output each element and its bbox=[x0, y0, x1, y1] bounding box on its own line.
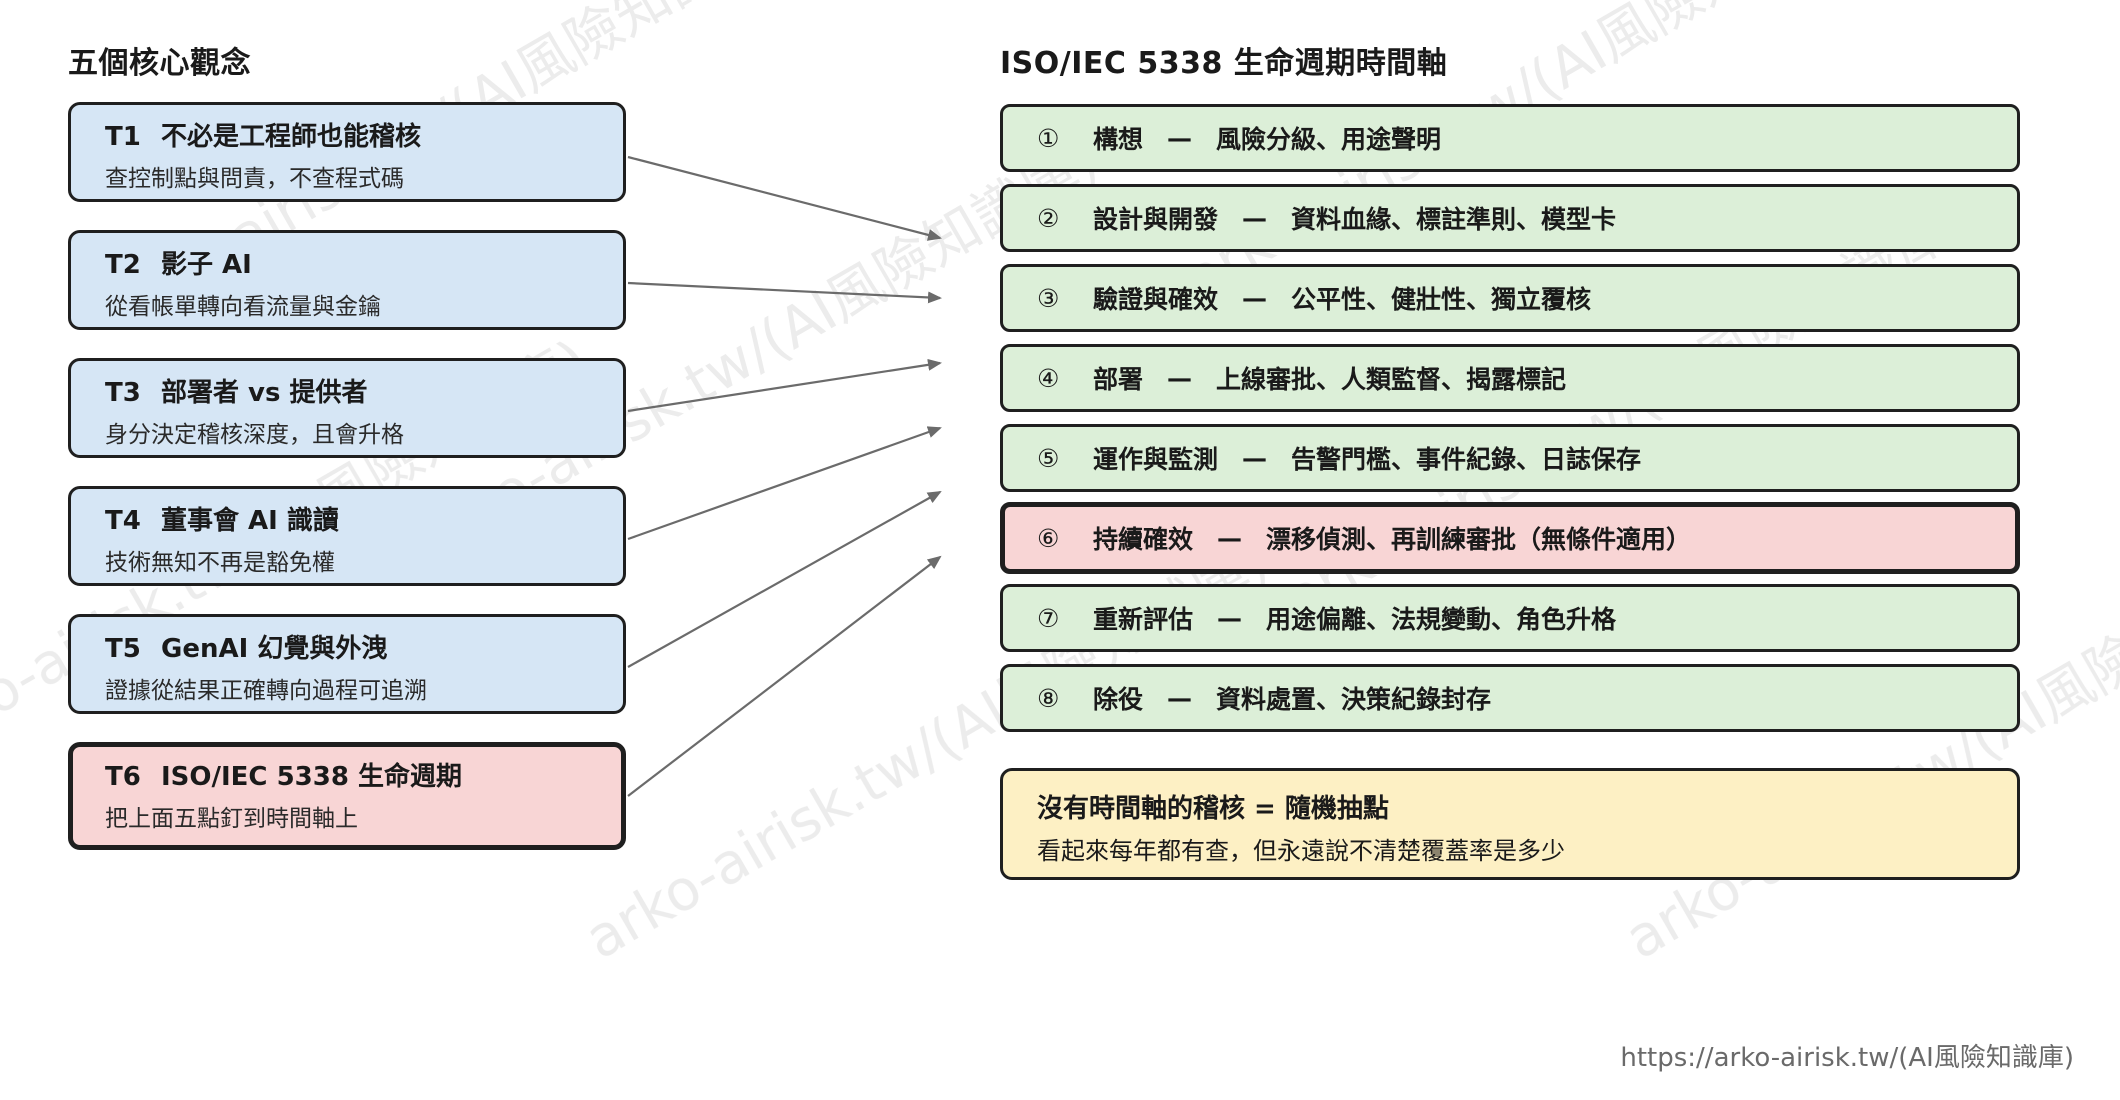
concept-desc: 證據從結果正確轉向過程可追溯 bbox=[105, 678, 427, 704]
stage-name: 持續確效 bbox=[1093, 525, 1194, 554]
stage-name: 運作與監測 bbox=[1093, 445, 1219, 474]
stage-number: ⑤ bbox=[1037, 443, 1060, 473]
stage-separator: — bbox=[1167, 683, 1193, 713]
left-section-title: 五個核心觀念 bbox=[68, 46, 251, 81]
concept-card-t1: T1 不必是工程師也能稽核 查控制點與問責，不查程式碼 bbox=[68, 102, 626, 202]
note-desc: 看起來每年都有查，但永遠說不清楚覆蓋率是多少 bbox=[1037, 837, 1565, 865]
stage-separator: — bbox=[1217, 523, 1243, 553]
stage-number: ② bbox=[1037, 203, 1060, 233]
concept-desc: 查控制點與問責，不查程式碼 bbox=[105, 166, 404, 192]
stage-number: ① bbox=[1037, 123, 1060, 153]
stage-separator: — bbox=[1217, 603, 1243, 633]
concept-desc: 從看帳單轉向看流量與金鑰 bbox=[105, 294, 381, 320]
stage-items: 資料血緣、標註準則、模型卡 bbox=[1291, 205, 1617, 234]
stage-bar-2: ② 設計與開發 — 資料血緣、標註準則、模型卡 bbox=[1000, 184, 2020, 252]
stage-name: 部署 bbox=[1093, 365, 1144, 394]
concept-title: 董事會 AI 識讀 bbox=[161, 506, 339, 536]
concept-card-t6: T6 ISO/IEC 5338 生命週期 把上面五點釘到時間軸上 bbox=[68, 742, 626, 850]
concept-code: T2 bbox=[105, 250, 141, 280]
concept-card-t2: T2 影子 AI 從看帳單轉向看流量與金鑰 bbox=[68, 230, 626, 330]
concept-desc: 把上面五點釘到時間軸上 bbox=[105, 806, 358, 832]
concept-code: T1 bbox=[105, 122, 141, 152]
stage-separator: — bbox=[1167, 123, 1193, 153]
right-section-title: ISO/IEC 5338 生命週期時間軸 bbox=[1000, 46, 1448, 81]
stage-number: ⑥ bbox=[1037, 523, 1060, 553]
stage-name: 重新評估 bbox=[1093, 605, 1194, 634]
concept-code: T6 bbox=[105, 762, 141, 792]
stage-name: 驗證與確效 bbox=[1093, 285, 1219, 314]
concept-desc: 身分決定稽核深度，且會升格 bbox=[105, 422, 404, 448]
stage-bar-8: ⑧ 除役 — 資料處置、決策紀錄封存 bbox=[1000, 664, 2020, 732]
concept-code: T5 bbox=[105, 634, 141, 664]
arrow-t1 bbox=[627, 155, 942, 241]
concept-code: T4 bbox=[105, 506, 141, 536]
stage-number: ③ bbox=[1037, 283, 1060, 313]
concept-title: ISO/IEC 5338 生命週期 bbox=[161, 762, 462, 792]
stage-name: 除役 bbox=[1093, 685, 1144, 714]
concept-card-t3: T3 部署者 vs 提供者 身分決定稽核深度，且會升格 bbox=[68, 358, 626, 458]
stage-number: ⑧ bbox=[1037, 683, 1060, 713]
stage-separator: — bbox=[1242, 443, 1268, 473]
arrow-t6 bbox=[627, 555, 942, 797]
stage-items: 告警門檻、事件紀錄、日誌保存 bbox=[1291, 445, 1642, 474]
arrow-t5 bbox=[627, 491, 942, 668]
concept-title: 影子 AI bbox=[161, 250, 252, 280]
stage-items: 漂移偵測、再訓練審批（無條件適用） bbox=[1266, 525, 1692, 554]
concept-desc: 技術無知不再是豁免權 bbox=[105, 550, 335, 576]
stage-separator: — bbox=[1242, 283, 1268, 313]
concept-code: T3 bbox=[105, 378, 141, 408]
stage-separator: — bbox=[1167, 363, 1193, 393]
stage-items: 用途偏離、法規變動、角色升格 bbox=[1266, 605, 1617, 634]
concept-title: 部署者 vs 提供者 bbox=[161, 378, 368, 408]
stage-bar-1: ① 構想 — 風險分級、用途聲明 bbox=[1000, 104, 2020, 172]
concept-title: GenAI 幻覺與外洩 bbox=[161, 634, 388, 664]
stage-bar-4: ④ 部署 — 上線審批、人類監督、揭露標記 bbox=[1000, 344, 2020, 412]
stage-name: 構想 bbox=[1093, 125, 1144, 154]
stage-bar-6: ⑥ 持續確效 — 漂移偵測、再訓練審批（無條件適用） bbox=[1000, 502, 2020, 574]
stage-items: 上線審批、人類監督、揭露標記 bbox=[1216, 365, 1567, 394]
note-title: 沒有時間軸的稽核 = 隨機抽點 bbox=[1037, 794, 1389, 824]
stage-items: 資料處置、決策紀錄封存 bbox=[1216, 685, 1492, 714]
stage-items: 風險分級、用途聲明 bbox=[1216, 125, 1442, 154]
stage-number: ⑦ bbox=[1037, 603, 1060, 633]
arrow-t2 bbox=[627, 281, 942, 304]
stage-bar-7: ⑦ 重新評估 — 用途偏離、法規變動、角色升格 bbox=[1000, 584, 2020, 652]
arrow-t3 bbox=[627, 358, 942, 413]
stage-items: 公平性、健壯性、獨立覆核 bbox=[1291, 285, 1592, 314]
stage-name: 設計與開發 bbox=[1093, 205, 1219, 234]
stage-number: ④ bbox=[1037, 363, 1060, 393]
note-card: 沒有時間軸的稽核 = 隨機抽點 看起來每年都有查，但永遠說不清楚覆蓋率是多少 bbox=[1000, 768, 2020, 880]
stage-bar-5: ⑤ 運作與監測 — 告警門檻、事件紀錄、日誌保存 bbox=[1000, 424, 2020, 492]
concept-title: 不必是工程師也能稽核 bbox=[161, 122, 422, 152]
arrow-t4 bbox=[627, 426, 942, 541]
stage-separator: — bbox=[1242, 203, 1268, 233]
footer-url: https://arko-airisk.tw/(AI風險知識庫) bbox=[1620, 1043, 2074, 1073]
stage-bar-3: ③ 驗證與確效 — 公平性、健壯性、獨立覆核 bbox=[1000, 264, 2020, 332]
concept-card-t5: T5 GenAI 幻覺與外洩 證據從結果正確轉向過程可追溯 bbox=[68, 614, 626, 714]
concept-card-t4: T4 董事會 AI 識讀 技術無知不再是豁免權 bbox=[68, 486, 626, 586]
